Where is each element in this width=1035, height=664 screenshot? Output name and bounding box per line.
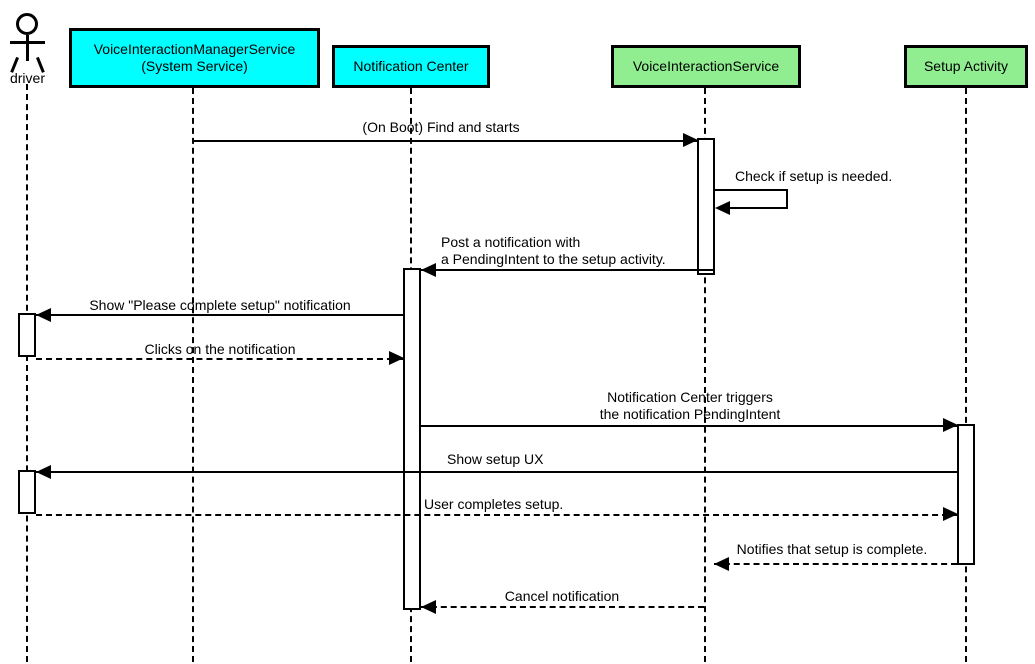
participant-label-notification-center: Notification Center — [353, 57, 469, 74]
message-10-line — [421, 606, 704, 608]
message-6-arrowhead — [943, 418, 958, 432]
message-6-label-line1: Notification Center triggers — [607, 389, 773, 405]
message-8-label: User completes setup. — [424, 496, 564, 512]
message-9-arrowhead — [714, 557, 729, 571]
message-3-arrowhead — [421, 263, 436, 277]
message-1-arrowhead — [683, 133, 698, 147]
activation-bar-driver-1 — [18, 313, 36, 357]
message-10-label: Cancel notification — [504, 588, 620, 604]
message-6-label-line2: the notification PendingIntent — [599, 406, 781, 423]
message-1-label: (On Boot) Find and starts — [362, 119, 520, 135]
message-10-arrowhead — [421, 600, 436, 614]
participant-box-notification-center[interactable]: Notification Center — [332, 45, 490, 88]
message-6-line — [420, 425, 957, 427]
message-1-line — [192, 140, 697, 142]
message-7-line — [36, 471, 958, 473]
participant-label-vims-line2: (System Service) — [141, 58, 248, 74]
participant-label-voiceinteractionservice: VoiceInteractionService — [632, 57, 780, 74]
actor-label-driver: driver — [9, 70, 45, 86]
message-7-label: Show setup UX — [447, 451, 544, 467]
message-4-arrowhead — [36, 308, 51, 322]
participant-box-setup-activity[interactable]: Setup Activity — [904, 45, 1028, 88]
activation-bar-driver-2 — [18, 470, 36, 514]
lifeline-voiceinteractionservice — [704, 88, 706, 662]
message-5-arrowhead — [389, 351, 404, 365]
lifeline-driver — [26, 84, 28, 662]
participant-box-voiceinteractionservice[interactable]: VoiceInteractionService — [611, 45, 801, 88]
message-5-label: Clicks on the notification — [144, 341, 296, 357]
activation-bar-notification-center — [403, 268, 421, 610]
message-8-line — [36, 514, 958, 516]
participant-label-vims-line1: VoiceInteractionManagerService — [93, 40, 296, 57]
message-7-arrowhead — [36, 465, 51, 479]
message-3-label-line1: Post a notification with — [441, 234, 581, 250]
message-9-label: Notifies that setup is complete. — [736, 541, 928, 557]
actor-head-icon — [16, 13, 38, 35]
message-4-label: Show "Please complete setup" notificatio… — [89, 297, 351, 313]
activation-bar-setup-activity — [957, 424, 975, 565]
activation-bar-voiceinteractionservice — [697, 138, 715, 275]
message-5-line — [36, 358, 403, 360]
message-9-line — [714, 563, 957, 565]
message-3-line — [421, 269, 715, 271]
actor-torso-icon — [26, 35, 29, 61]
message-2-segment-top — [715, 189, 788, 191]
participant-box-vims[interactable]: VoiceInteractionManagerService (System S… — [69, 28, 320, 88]
actor-arms-icon — [10, 41, 45, 44]
message-2-segment-right — [786, 189, 788, 209]
message-2-segment-bottom — [728, 207, 788, 209]
message-3-label: Post a notification with a PendingIntent… — [441, 234, 666, 268]
message-8-arrowhead — [943, 507, 958, 521]
message-3-label-line2: a PendingIntent to the setup activity. — [441, 251, 666, 268]
message-4-line — [36, 314, 403, 316]
message-2-label: Check if setup is needed. — [735, 168, 893, 184]
lifeline-setup-activity — [965, 88, 967, 662]
message-2-arrowhead — [715, 201, 730, 215]
message-6-label: Notification Center triggers the notific… — [600, 389, 781, 423]
lifeline-vims — [192, 88, 194, 662]
participant-label-setup-activity: Setup Activity — [923, 57, 1009, 74]
